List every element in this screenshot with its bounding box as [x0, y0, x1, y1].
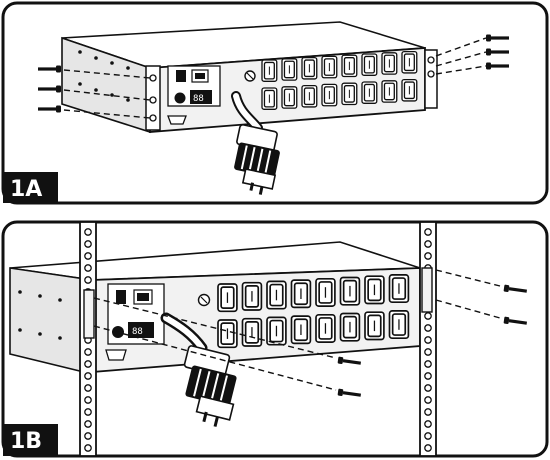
network-port-icon	[176, 70, 186, 82]
rail-hole	[84, 432, 92, 440]
panel-1b-tab	[3, 424, 58, 456]
outlet-icon	[339, 276, 361, 306]
rail-hole	[84, 240, 92, 248]
rail-hole	[424, 240, 432, 248]
outlet-icon	[361, 53, 378, 76]
outlet-icon	[364, 311, 385, 341]
outlet-icon	[315, 313, 336, 343]
outlet-icon	[321, 83, 338, 107]
outlet-icon	[281, 58, 298, 81]
panel-1b-label: 1B	[10, 429, 42, 454]
outlet-icon	[281, 86, 298, 109]
rail-hole	[84, 228, 92, 236]
outlet-icon	[361, 81, 378, 104]
outlet-icon	[241, 317, 263, 347]
outlet-icon	[341, 82, 358, 106]
right-mounting-ear	[424, 49, 438, 109]
rail-hole	[84, 420, 92, 428]
outlet-icon	[241, 281, 263, 311]
outlet-icon	[381, 80, 398, 103]
right-mounting-ear	[421, 267, 433, 313]
display-readout: 88	[132, 327, 143, 337]
rail-hole	[424, 360, 432, 368]
outlet-icon	[217, 283, 238, 313]
rail-hole	[424, 312, 432, 320]
rail-hole	[424, 336, 432, 344]
rack-rail-left	[79, 221, 97, 457]
rail-hole	[84, 360, 92, 368]
rail-hole	[424, 396, 432, 404]
outlet-icon	[261, 87, 278, 110]
rail-hole	[84, 444, 92, 452]
outlet-icon	[321, 55, 338, 79]
outlet-icon	[266, 316, 287, 346]
rack-rail-right	[419, 221, 437, 457]
panel-1b: 88	[1, 220, 549, 458]
rail-hole	[84, 252, 92, 260]
left-screws	[38, 65, 151, 119]
outlet-icon	[401, 78, 418, 102]
serial-port-icon	[167, 115, 187, 125]
rail-hole	[424, 444, 432, 452]
rail-hole	[424, 408, 432, 416]
rail-hole	[84, 348, 92, 356]
panel-1a-label: 1A	[10, 177, 42, 202]
outlet-icon	[381, 52, 398, 75]
rail-hole	[424, 348, 432, 356]
outlet-icon	[301, 56, 318, 80]
rail-hole	[84, 384, 92, 392]
outlet-icon	[261, 59, 278, 82]
outlet-icon	[290, 315, 312, 345]
network-port-icon	[116, 290, 126, 304]
outlet-icon	[266, 280, 287, 310]
rail-hole	[424, 252, 432, 260]
power-plug-icon	[234, 124, 280, 195]
panel-1a: 88	[1, 1, 549, 205]
power-button-icon	[174, 92, 186, 104]
right-screws	[435, 269, 528, 327]
outlet-icon	[388, 310, 410, 340]
left-screws	[93, 297, 362, 399]
left-mounting-ear	[83, 289, 95, 339]
rail-hole	[424, 420, 432, 428]
right-screws	[435, 34, 509, 75]
rail-hole	[424, 324, 432, 332]
outlet-icon	[301, 84, 318, 108]
rail-hole	[424, 228, 432, 236]
digital-display	[190, 90, 212, 104]
rail-hole	[84, 264, 92, 272]
rail-hole	[84, 408, 92, 416]
rail-hole	[84, 372, 92, 380]
display-readout: 88	[193, 94, 204, 104]
rail-hole	[424, 384, 432, 392]
panel-1a-tab	[3, 172, 58, 203]
outlet-icon	[341, 54, 358, 78]
outlet-icon	[339, 312, 361, 342]
outlet-icon	[401, 50, 418, 74]
serial-port-icon	[105, 349, 127, 361]
outlet-icon	[290, 279, 312, 309]
outlet-icon	[364, 275, 385, 305]
rail-hole	[84, 276, 92, 284]
rail-hole	[424, 372, 432, 380]
digital-display	[128, 322, 154, 338]
outlet-icon	[217, 319, 238, 349]
rail-hole	[84, 396, 92, 404]
rail-hole	[424, 432, 432, 440]
outlet-icon	[315, 277, 336, 307]
outlet-icon	[388, 274, 410, 304]
